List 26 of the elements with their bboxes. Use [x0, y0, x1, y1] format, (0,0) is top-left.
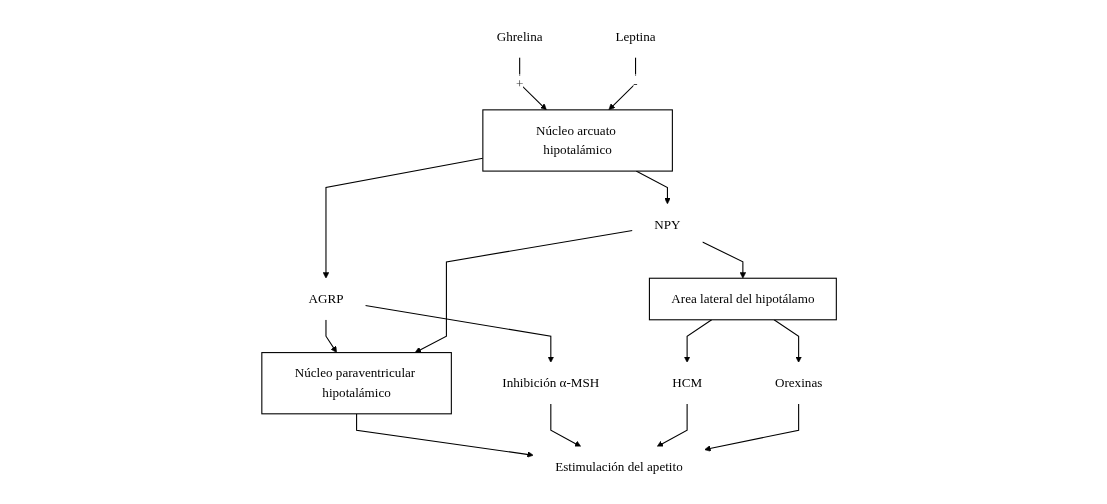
edge-label: + [516, 75, 524, 91]
arrow [365, 304, 555, 363]
arrow [323, 157, 484, 279]
arrow [684, 319, 713, 363]
node-text: HCM [672, 375, 703, 391]
node-text: NPY [654, 217, 682, 232]
arrow [657, 403, 689, 447]
node-box: Núcleo arcuato hipotalámico [482, 109, 674, 172]
node-text: Inhibición α-MSH [502, 375, 600, 391]
arrow [704, 403, 800, 452]
arrow [636, 170, 672, 205]
arrow [415, 230, 634, 353]
node-text: Ghrelina [497, 28, 544, 44]
node-box: Area lateral del hipotálamo [649, 277, 838, 321]
arrow [325, 319, 338, 353]
arrow [356, 413, 535, 458]
edge-label: - [633, 75, 639, 91]
node-text: Leptina [616, 28, 657, 44]
node-box: Núcleo paraventricular hipotalámico [261, 352, 453, 415]
arrow [773, 319, 803, 363]
arrow [519, 56, 548, 111]
arrow [550, 403, 582, 447]
arrow [702, 241, 747, 279]
node-text: Estimulación del apetito [555, 459, 684, 475]
node-text: AGRP [308, 291, 344, 306]
node-text: Orexinas [775, 375, 823, 391]
